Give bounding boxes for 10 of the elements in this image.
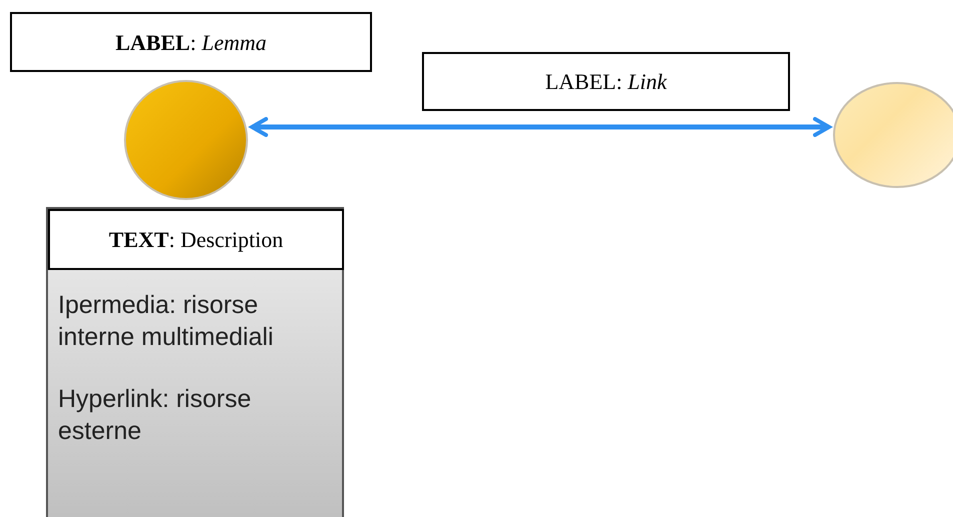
box-text: TEXT: Description [108, 226, 284, 254]
description-text: Ipermedia: risorse interne multimediali [58, 290, 274, 353]
label-box [48, 209, 344, 270]
double-arrow [250, 117, 831, 137]
box-text: LABEL: Lemma [116, 28, 266, 56]
label-box [10, 12, 372, 72]
description-panel [46, 207, 344, 517]
box-text: LABEL: Link [545, 68, 667, 96]
label-box [422, 52, 790, 111]
description-text: Hyperlink: risorse esterne [58, 384, 252, 447]
